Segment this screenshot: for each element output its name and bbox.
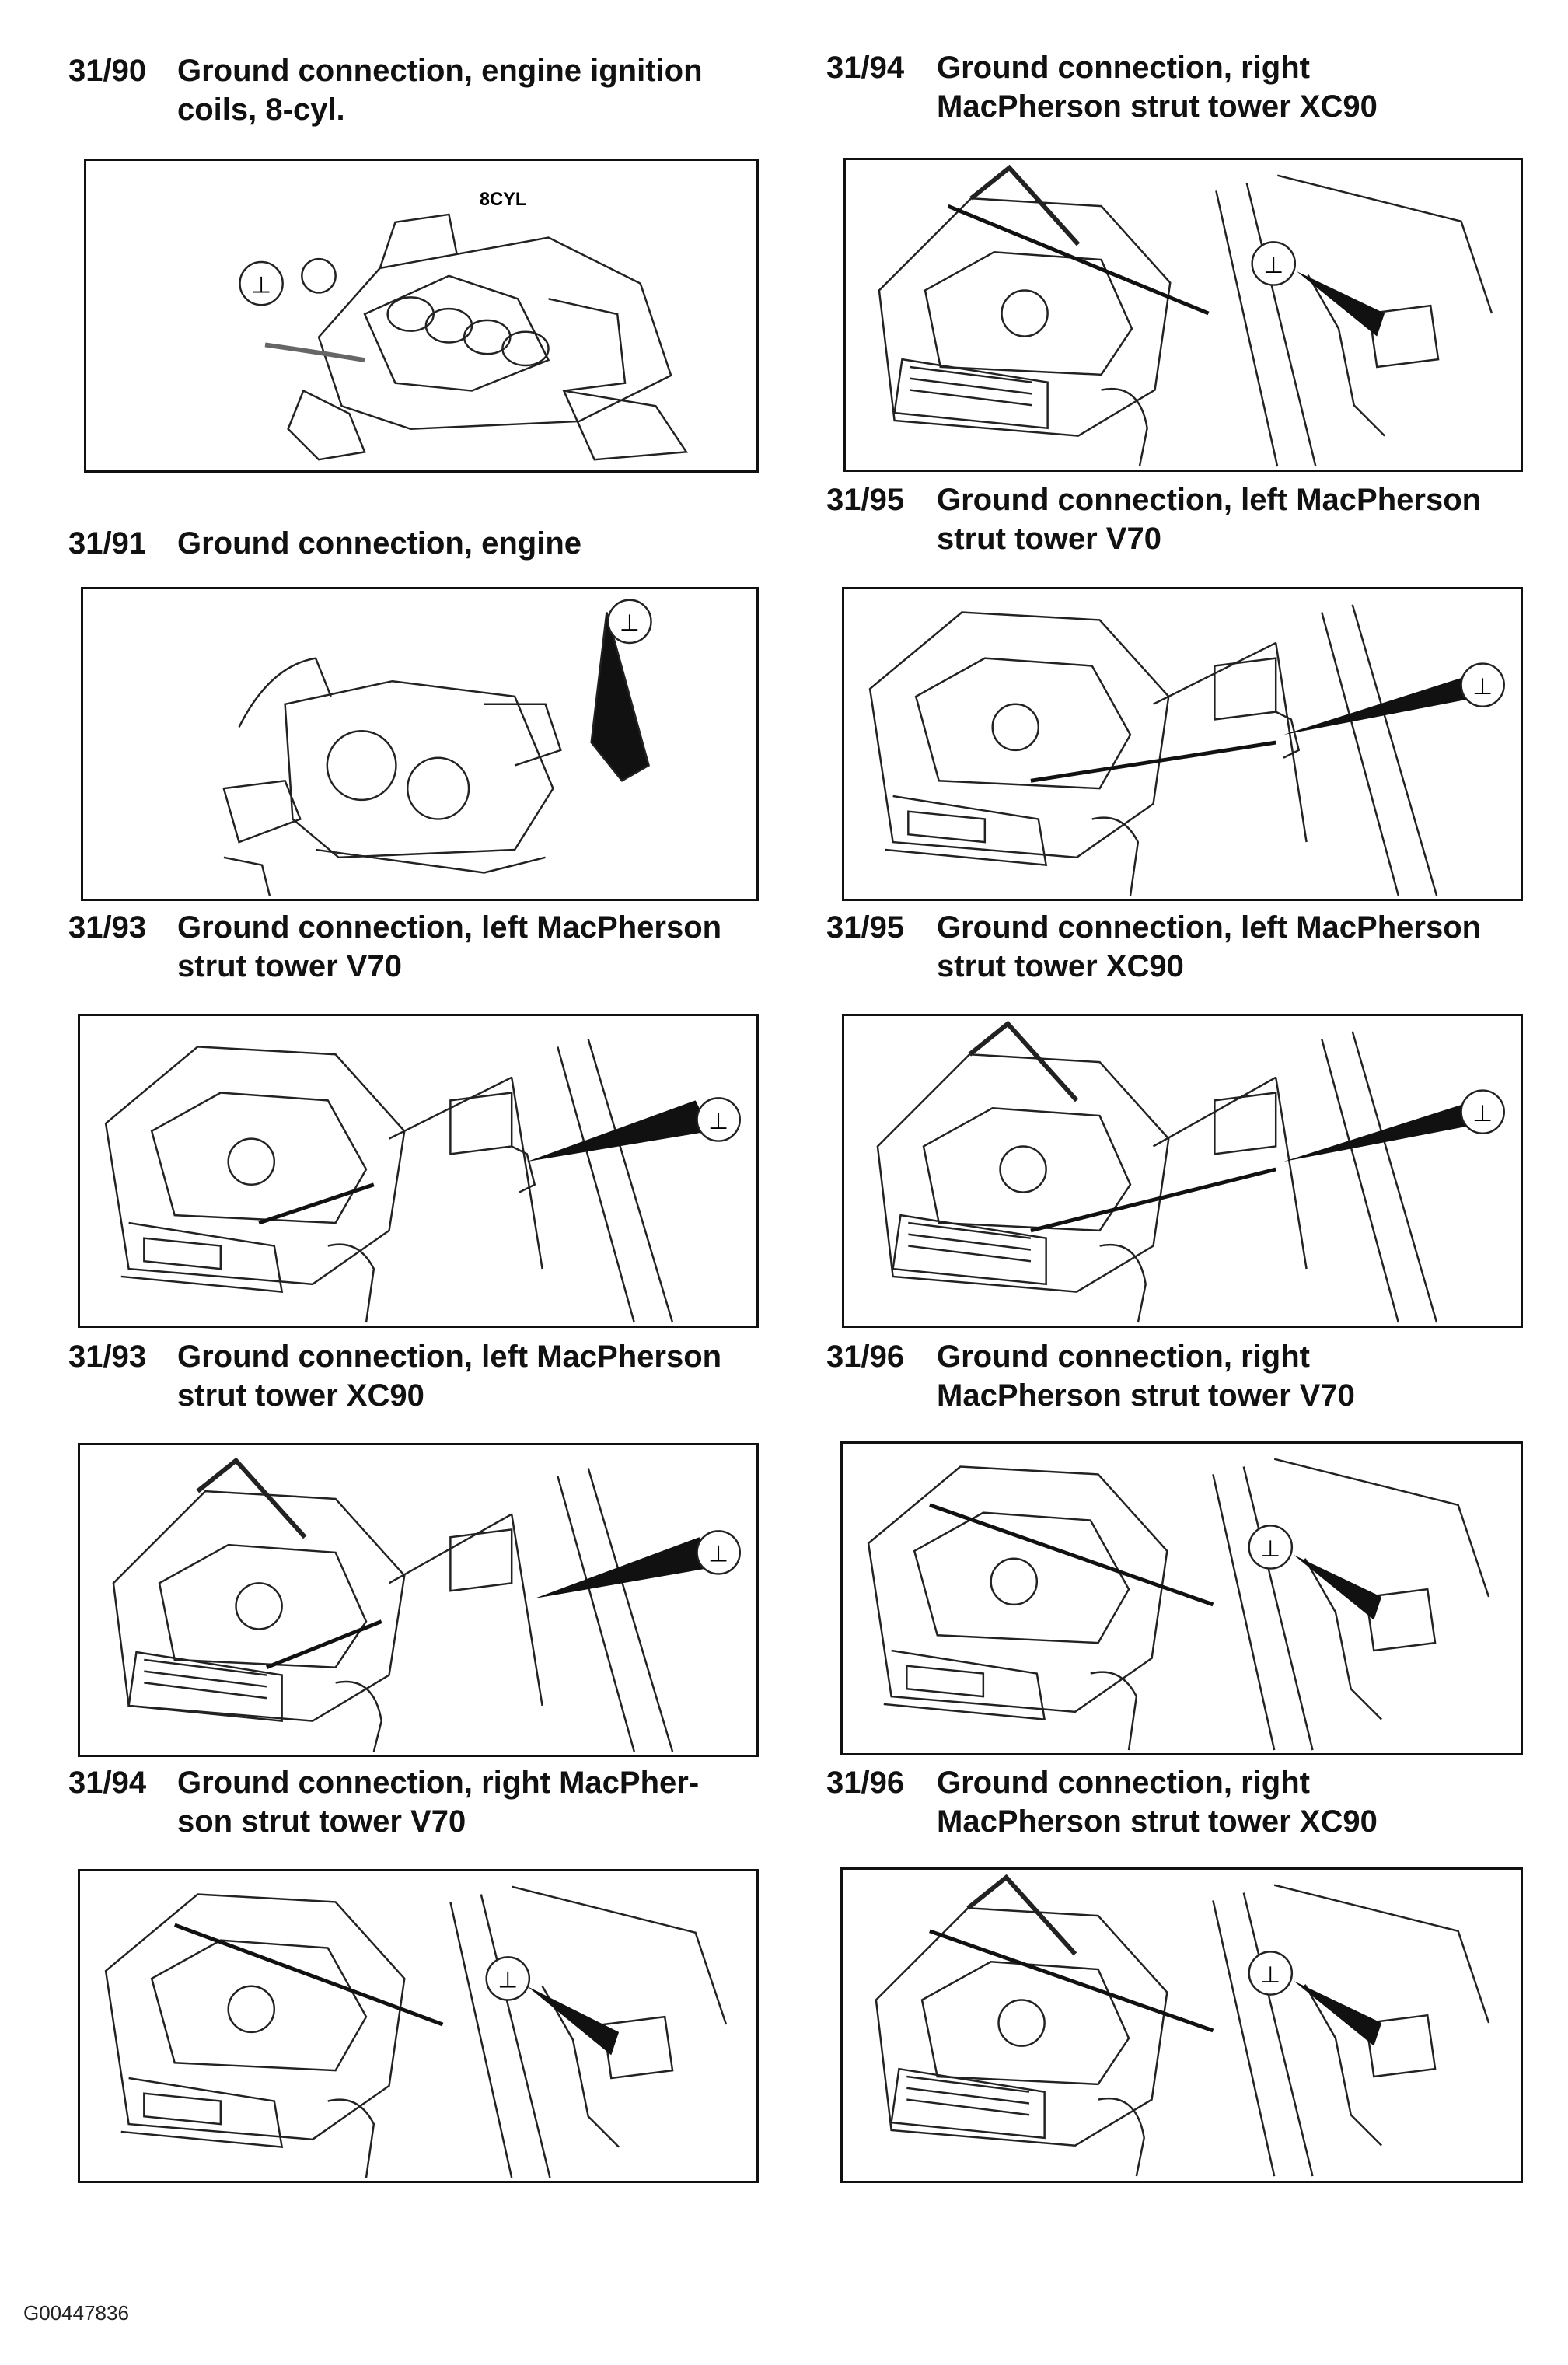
- caption-31-90: 31/90 Ground connection, engine ignition…: [68, 51, 753, 137]
- figure-right-strut-v70: ⊥: [78, 1869, 759, 2183]
- caption-text: Ground connection, left MacPherson strut…: [937, 910, 1482, 983]
- engine-illustration: ⊥: [222, 599, 652, 896]
- caption-31-91: 31/91 Ground connection, engine: [68, 524, 753, 567]
- caption-text: Ground connection, left MacPherson strut…: [177, 910, 722, 983]
- figure-label: 8CYL: [480, 190, 526, 210]
- figure-left-strut-v70-b: ⊥: [842, 587, 1523, 901]
- car-illustration: ⊥: [112, 1457, 741, 1752]
- caption-text: Ground connection, engine: [177, 526, 581, 561]
- caption-31-94-xc90: 31/94 Ground connection, right MacPherso…: [826, 48, 1542, 134]
- ground-symbol: ⊥: [708, 1541, 728, 1567]
- car-illustration: ⊥: [104, 1039, 741, 1323]
- caption-31-95-xc90: 31/95 Ground connection, left MacPherson…: [826, 908, 1557, 994]
- figure-right-strut-xc90-b: ⊥: [840, 1867, 1523, 2183]
- ground-symbol: ⊥: [498, 1967, 518, 1993]
- figure-code: G00447836: [23, 2301, 129, 2325]
- caption-number: 31/94: [826, 51, 905, 85]
- caption-text: Ground connection, right MacPher- son st…: [177, 1766, 700, 1839]
- ground-symbol: ⊥: [620, 610, 640, 636]
- figure-left-strut-xc90: ⊥: [78, 1443, 759, 1757]
- caption-31-93-v70: 31/93 Ground connection, left MacPherson…: [68, 908, 753, 994]
- caption-31-94-v70: 31/94 Ground connection, right MacPher- …: [68, 1763, 753, 1849]
- car-illustration: ⊥: [876, 1020, 1505, 1323]
- caption-31-93-xc90: 31/93 Ground connection, left MacPherson…: [68, 1337, 753, 1423]
- caption-number: 31/94: [68, 1766, 147, 1800]
- caption-text: Ground connection, right MacPherson stru…: [937, 1766, 1378, 1839]
- caption-number: 31/90: [68, 54, 147, 88]
- engine-illustration: ⊥ 8CYL: [239, 190, 689, 461]
- figure-engine-ignition-coils: ⊥ 8CYL: [84, 159, 759, 473]
- figure-engine-ground: ⊥: [81, 587, 759, 901]
- caption-31-96-v70: 31/96 Ground connection, right MacPherso…: [826, 1337, 1557, 1423]
- car-illustration: ⊥: [868, 604, 1505, 896]
- ground-symbol: ⊥: [1260, 1535, 1280, 1562]
- caption-number: 31/96: [826, 1766, 905, 1800]
- caption-text: Ground connection, left MacPherson strut…: [177, 1340, 722, 1413]
- car-illustration: ⊥: [867, 1458, 1490, 1751]
- figure-left-strut-xc90-b: ⊥: [842, 1014, 1523, 1328]
- ground-symbol: ⊥: [1260, 1962, 1280, 1988]
- car-illustration: ⊥: [878, 164, 1493, 467]
- figure-right-strut-v70-b: ⊥: [840, 1441, 1523, 1755]
- ground-symbol: ⊥: [1263, 252, 1283, 278]
- ground-symbol: ⊥: [251, 271, 271, 298]
- caption-text: Ground connection, right MacPherson stru…: [937, 51, 1378, 124]
- figure-right-strut-xc90-a: ⊥: [843, 158, 1523, 472]
- car-illustration: ⊥: [104, 1885, 728, 2178]
- caption-31-95-v70: 31/95 Ground connection, left MacPherson…: [826, 480, 1557, 566]
- caption-number: 31/91: [68, 526, 147, 561]
- caption-number: 31/95: [826, 483, 905, 517]
- caption-31-96-xc90: 31/96 Ground connection, right MacPherso…: [826, 1763, 1557, 1849]
- ground-symbol: ⊥: [1472, 1100, 1493, 1127]
- caption-text: Ground connection, left MacPherson strut…: [937, 483, 1482, 556]
- caption-text: Ground connection, right MacPherson stru…: [937, 1340, 1355, 1413]
- figure-left-strut-v70: ⊥: [78, 1014, 759, 1328]
- caption-number: 31/95: [826, 910, 905, 945]
- ground-symbol: ⊥: [1472, 673, 1493, 700]
- car-illustration: ⊥: [875, 1874, 1490, 2177]
- ground-symbol: ⊥: [708, 1108, 728, 1134]
- caption-number: 31/93: [68, 910, 147, 945]
- caption-number: 31/96: [826, 1340, 905, 1374]
- caption-text: Ground connection, engine ignition coils…: [177, 54, 703, 127]
- caption-number: 31/93: [68, 1340, 147, 1374]
